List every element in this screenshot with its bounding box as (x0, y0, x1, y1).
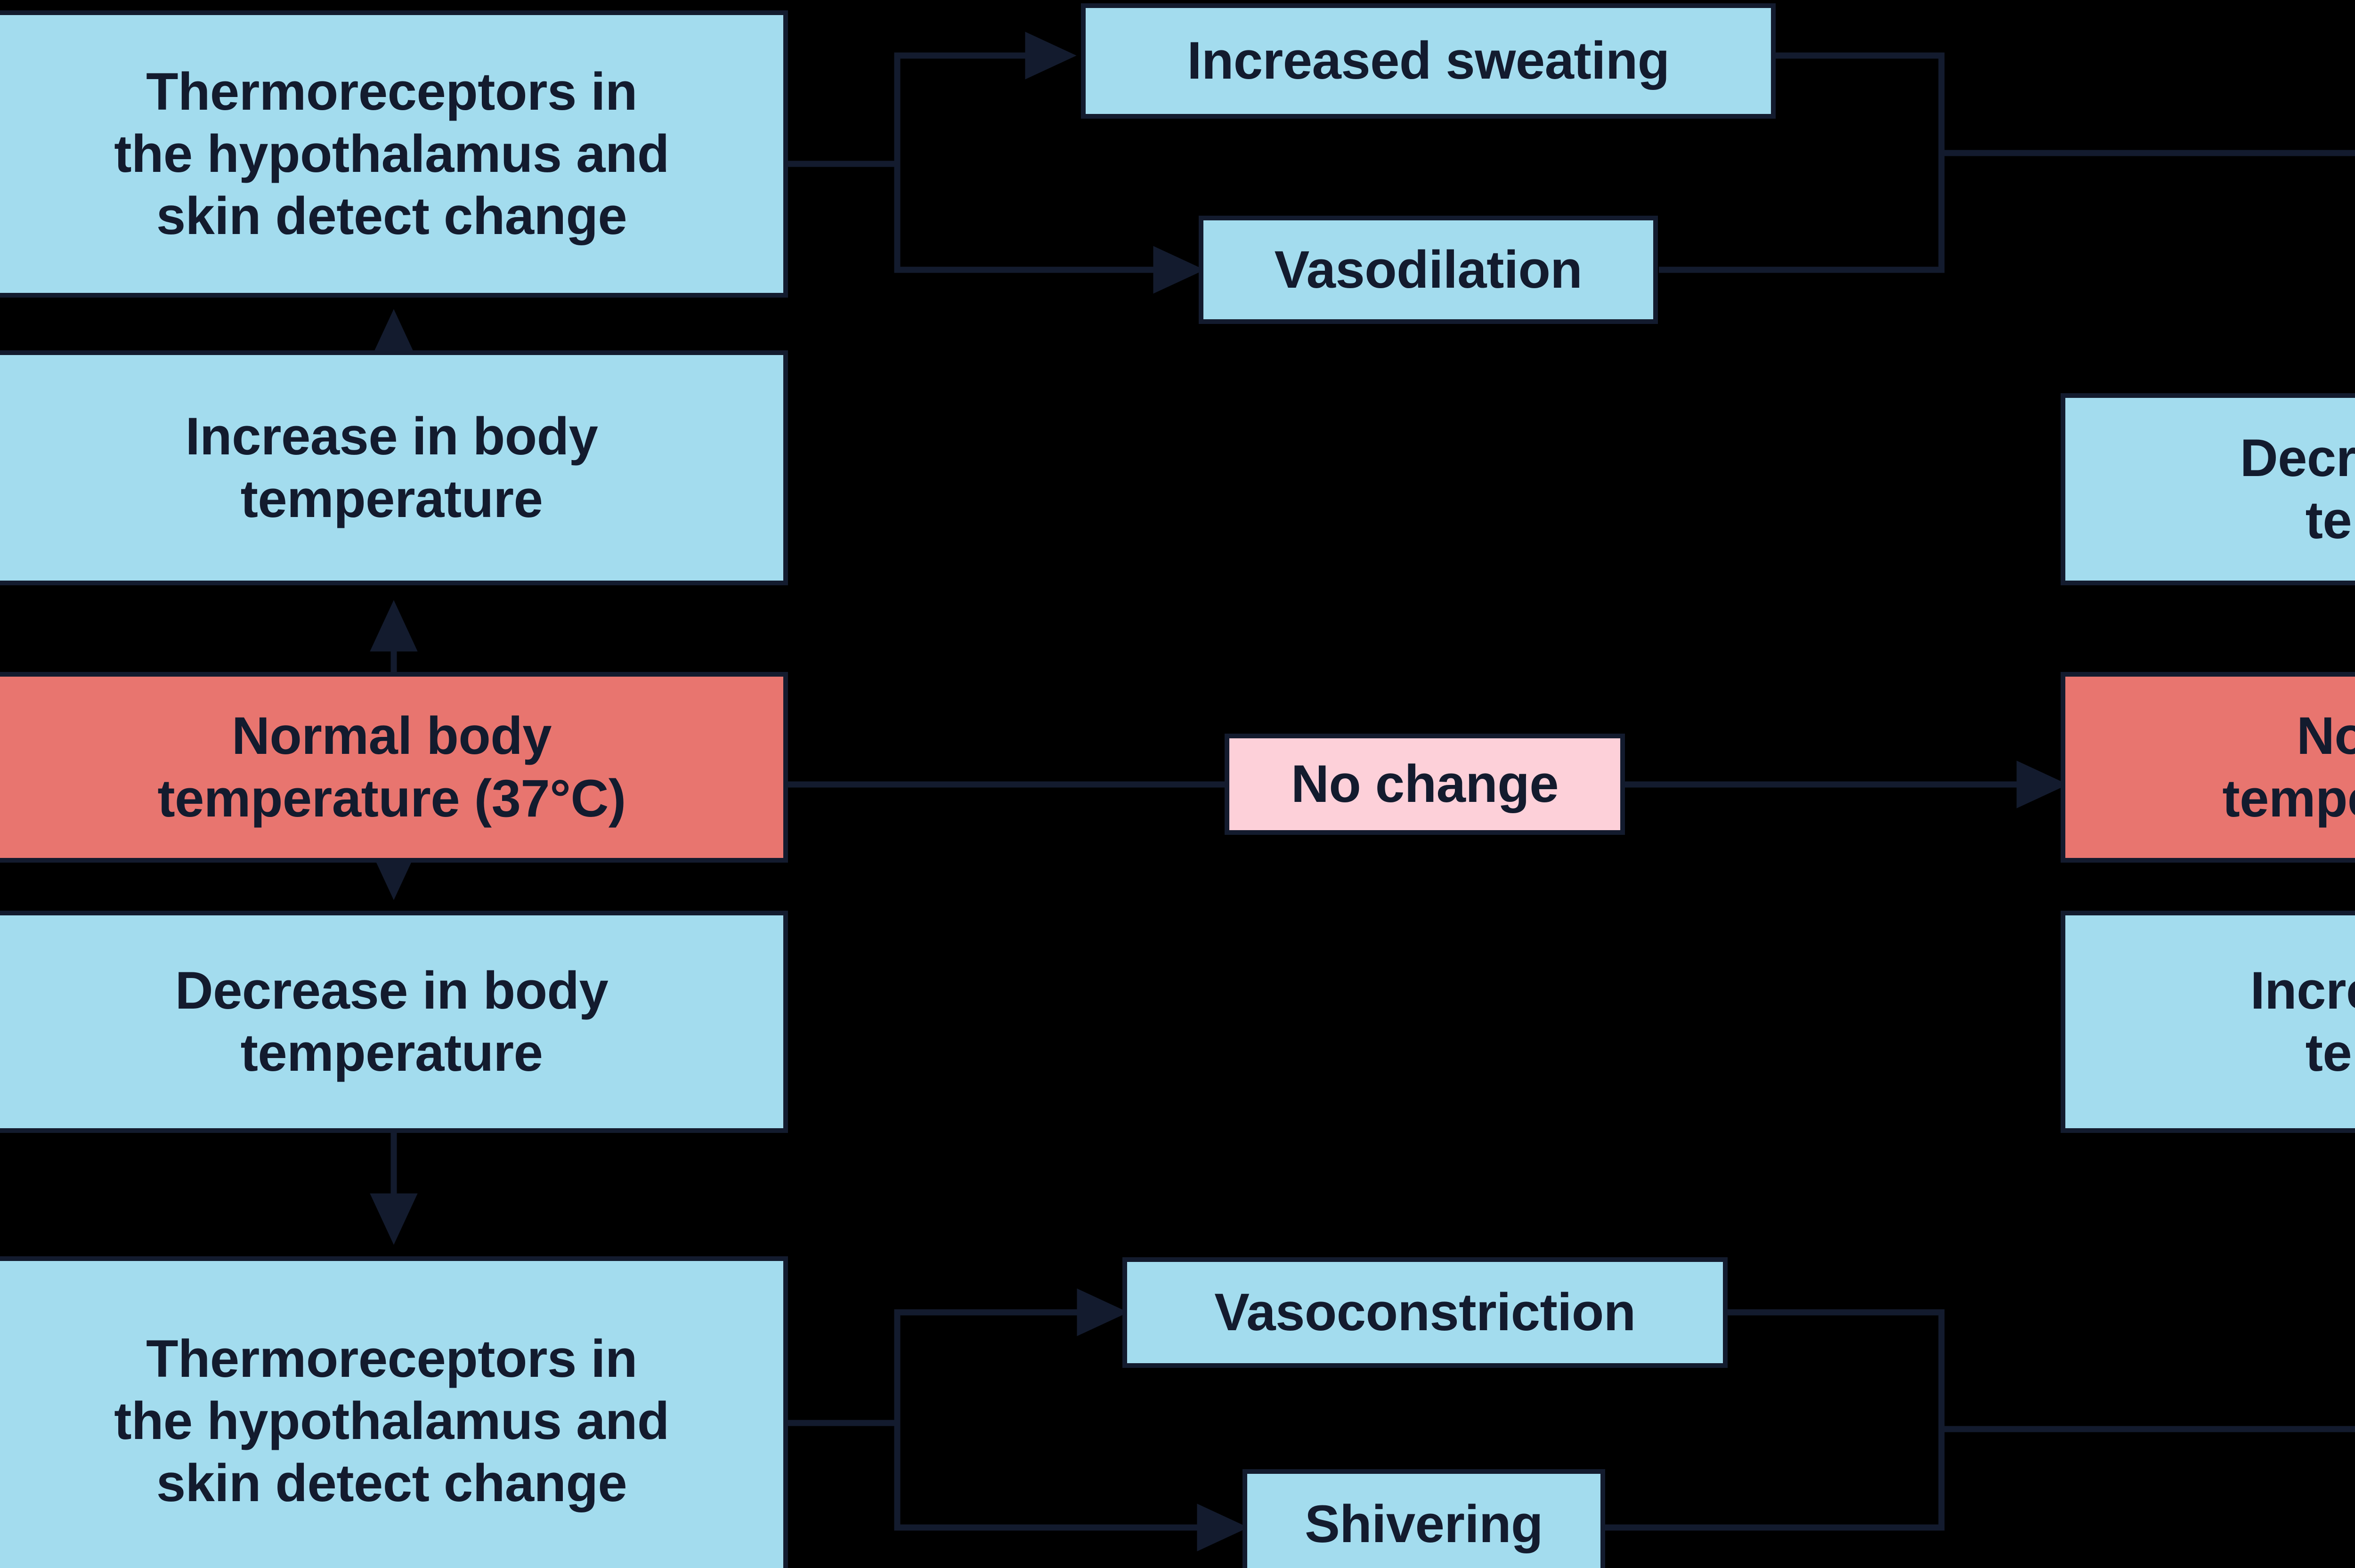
node-thermoreceptors-bottom[interactable]: Thermoreceptors in the hypothalamus and … (0, 1256, 788, 1568)
wire-vasoconstriction-merge (1726, 1309, 1945, 1429)
node-normal-left[interactable]: Normal body temperature (37°C) (0, 672, 788, 863)
node-decrease-left[interactable]: Decrease in body temperature (0, 911, 788, 1133)
node-vasodilation-label: Vasodilation (1274, 240, 1583, 299)
node-normal-right-label: Normal body temperature (37°C) (2222, 706, 2355, 828)
wire-shivering-merge (1604, 1429, 1945, 1531)
node-increase-left[interactable]: Increase in body temperature (0, 350, 788, 585)
node-vasoconstriction[interactable]: Vasoconstriction (1122, 1257, 1728, 1368)
wire-merge-to-decreaseright (1941, 150, 2355, 156)
wire-branch-to-shivering (894, 1423, 1249, 1552)
node-increase-right[interactable]: Increase in body temperature (2061, 911, 2355, 1133)
node-shivering-label: Shivering (1305, 1495, 1543, 1554)
node-no-change-label: No change (1291, 754, 1559, 814)
wire-vasodilation-merge (1659, 153, 1945, 273)
node-thermoreceptors-top-label: Thermoreceptors in the hypothalamus and … (114, 62, 669, 246)
node-no-change[interactable]: No change (1225, 734, 1625, 835)
node-increase-left-label: Increase in body temperature (185, 407, 598, 528)
wire-branch-to-vasoconstriction (894, 1288, 1129, 1423)
node-increased-sweating-label: Increased sweating (1187, 31, 1670, 90)
node-thermoreceptors-top[interactable]: Thermoreceptors in the hypothalamus and … (0, 10, 788, 298)
node-shivering[interactable]: Shivering (1242, 1469, 1605, 1568)
node-normal-right[interactable]: Normal body temperature (37°C) (2061, 672, 2355, 863)
node-vasodilation[interactable]: Vasodilation (1199, 216, 1658, 324)
node-normal-left-label: Normal body temperature (37°C) (157, 706, 626, 828)
node-increased-sweating[interactable]: Increased sweating (1081, 3, 1776, 119)
wire-sweating-merge (1774, 52, 1945, 153)
wire-branch-to-vasodilation (894, 164, 1205, 294)
node-decrease-right-label: Decrease in body temperature (2240, 428, 2355, 550)
wire-branch-to-sweating (894, 32, 1077, 164)
node-vasoconstriction-label: Vasoconstriction (1214, 1283, 1636, 1342)
node-thermoreceptors-bottom-label: Thermoreceptors in the hypothalamus and … (114, 1329, 669, 1513)
node-decrease-right[interactable]: Decrease in body temperature (2061, 393, 2355, 585)
wire-merge-to-increaseright (1941, 1426, 2355, 1432)
node-increase-right-label: Increase in body temperature (2250, 961, 2355, 1082)
node-decrease-left-label: Decrease in body temperature (175, 961, 609, 1082)
